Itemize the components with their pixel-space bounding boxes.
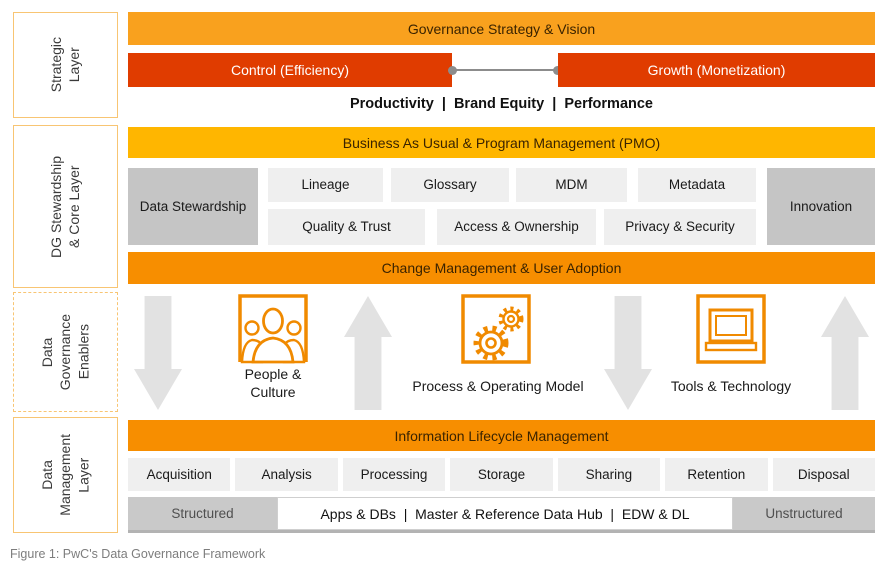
box-privacy-security: Privacy & Security [604, 209, 756, 245]
layer-box-enablers: Data Governance Enablers [13, 292, 118, 412]
arrow-down-icon [134, 296, 182, 410]
arrow-down-icon [604, 296, 652, 410]
box-structured: Structured [128, 497, 277, 530]
lifecycle-box-sharing: Sharing [557, 458, 661, 491]
bau-bar: Business As Usual & Program Management (… [128, 127, 875, 158]
laptop-icon [696, 294, 766, 364]
layer-box-stewardship: DG Stewardship & Core Layer [13, 125, 118, 288]
box-innovation: Innovation [767, 168, 875, 245]
control-bar: Control (Efficiency) [128, 53, 452, 87]
lifecycle-box-storage: Storage [450, 458, 553, 491]
metrics-text: Productivity | Brand Equity | Performanc… [349, 96, 653, 112]
lifecycle-box-disposal: Disposal [772, 458, 875, 491]
lifecycle-row: Acquisition Analysis Processing Storage … [128, 458, 875, 491]
layer-label-management: Data Management Layer [39, 434, 92, 516]
box-glossary: Glossary [391, 168, 509, 202]
box-data-stewardship: Data Stewardship [128, 168, 258, 245]
box-lineage: Lineage [268, 168, 383, 202]
enabler-label-people: People & Culture [244, 366, 302, 400]
box-mdm: MDM [516, 168, 627, 202]
box-quality-trust: Quality & Trust [268, 209, 425, 245]
layer-label-strategic: Strategic Layer [48, 37, 83, 93]
control-growth-connector-line [452, 69, 558, 71]
box-data-hub: Apps & DBs | Master & Reference Data Hub… [277, 497, 733, 530]
layer-box-strategic: Strategic Layer [13, 12, 118, 118]
lifecycle-box-retention: Retention [665, 458, 768, 491]
layer-label-enablers: Data Governance Enablers [39, 313, 92, 391]
vision-bar: Governance Strategy & Vision [128, 12, 875, 45]
box-access-ownership: Access & Ownership [437, 209, 596, 245]
lifecycle-box-acquisition: Acquisition [128, 458, 231, 491]
people-icon [238, 294, 308, 364]
gears-icon [461, 294, 531, 364]
layer-label-stewardship: DG Stewardship & Core Layer [48, 155, 83, 258]
lifecycle-box-processing: Processing [342, 458, 446, 491]
enabler-label-process: Process & Operating Model [412, 378, 584, 394]
arrow-up-icon [344, 296, 392, 410]
connector-dot-right [553, 65, 562, 75]
enabler-label-tools: Tools & Technology [670, 378, 792, 394]
growth-bar: Growth (Monetization) [558, 53, 875, 87]
change-bar: Change Management & User Adoption [128, 252, 875, 284]
box-unstructured: Unstructured [733, 497, 875, 530]
figure-caption: Figure 1: PwC's Data Governance Framewor… [10, 547, 266, 561]
box-metadata: Metadata [638, 168, 756, 202]
layer-box-management: Data Management Layer [13, 417, 118, 533]
arrow-up-icon [821, 296, 869, 410]
connector-dot-left [448, 65, 457, 75]
ilm-bar: Information Lifecycle Management [128, 420, 875, 451]
lifecycle-box-analysis: Analysis [235, 458, 338, 491]
